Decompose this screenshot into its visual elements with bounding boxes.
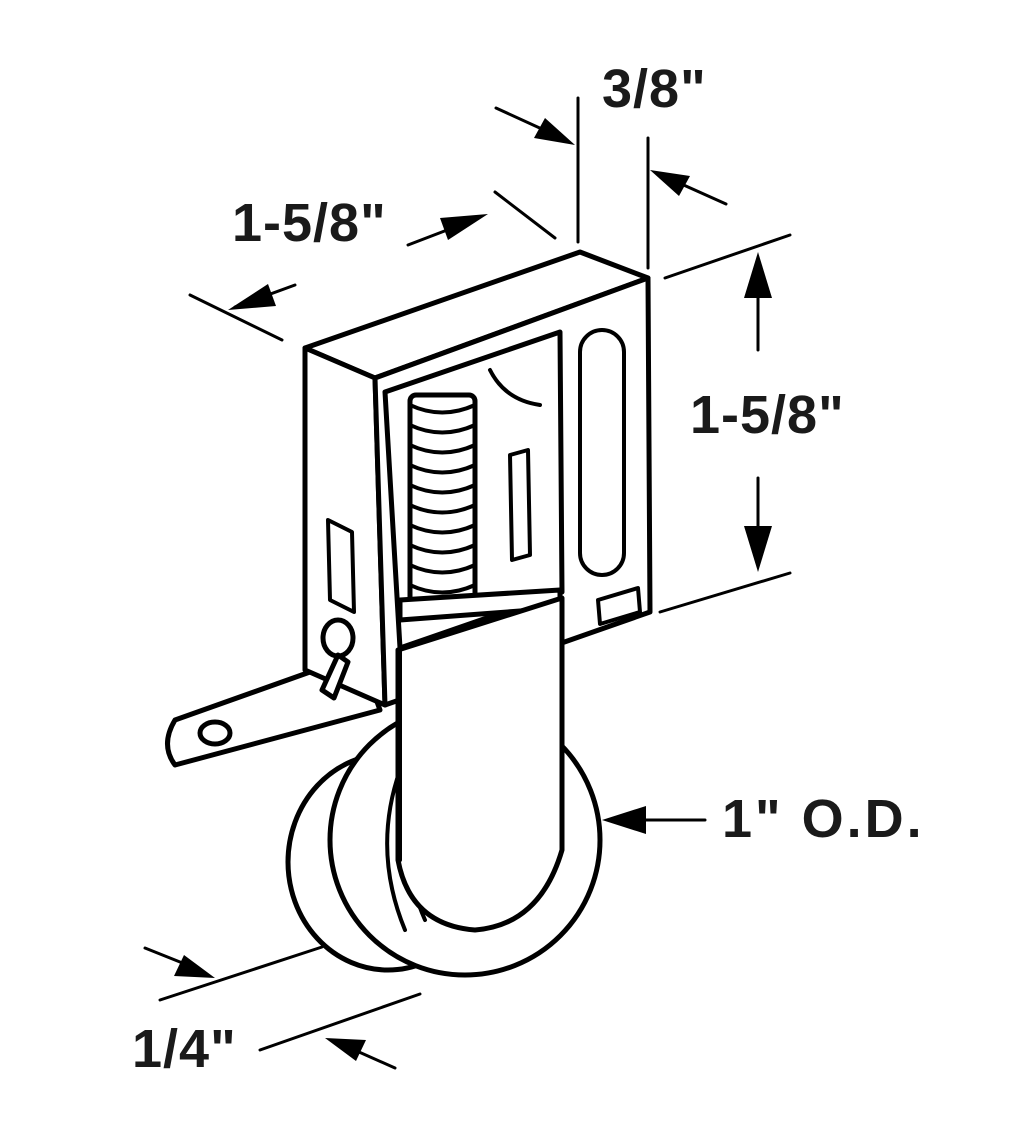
width-dimension-label: 1-5/8" — [232, 193, 387, 253]
dimension-depth — [494, 96, 728, 270]
screw-hole — [197, 719, 233, 747]
spring — [407, 392, 478, 613]
dimension-height — [658, 233, 792, 614]
adjustment-screw — [319, 617, 356, 701]
depth-dimension-label: 3/8" — [602, 59, 707, 119]
dimension-wheel-width — [143, 945, 422, 1070]
wheel-bracket — [395, 595, 565, 933]
wheel-width-dimension-label: 1/4" — [132, 1019, 237, 1079]
wheel-od-dimension-label: 1" O.D. — [722, 789, 925, 849]
height-dimension-label: 1-5/8" — [690, 385, 845, 445]
dimension-width — [188, 190, 557, 342]
dimension-wheel-od — [602, 806, 707, 834]
inner-stem — [488, 368, 542, 562]
